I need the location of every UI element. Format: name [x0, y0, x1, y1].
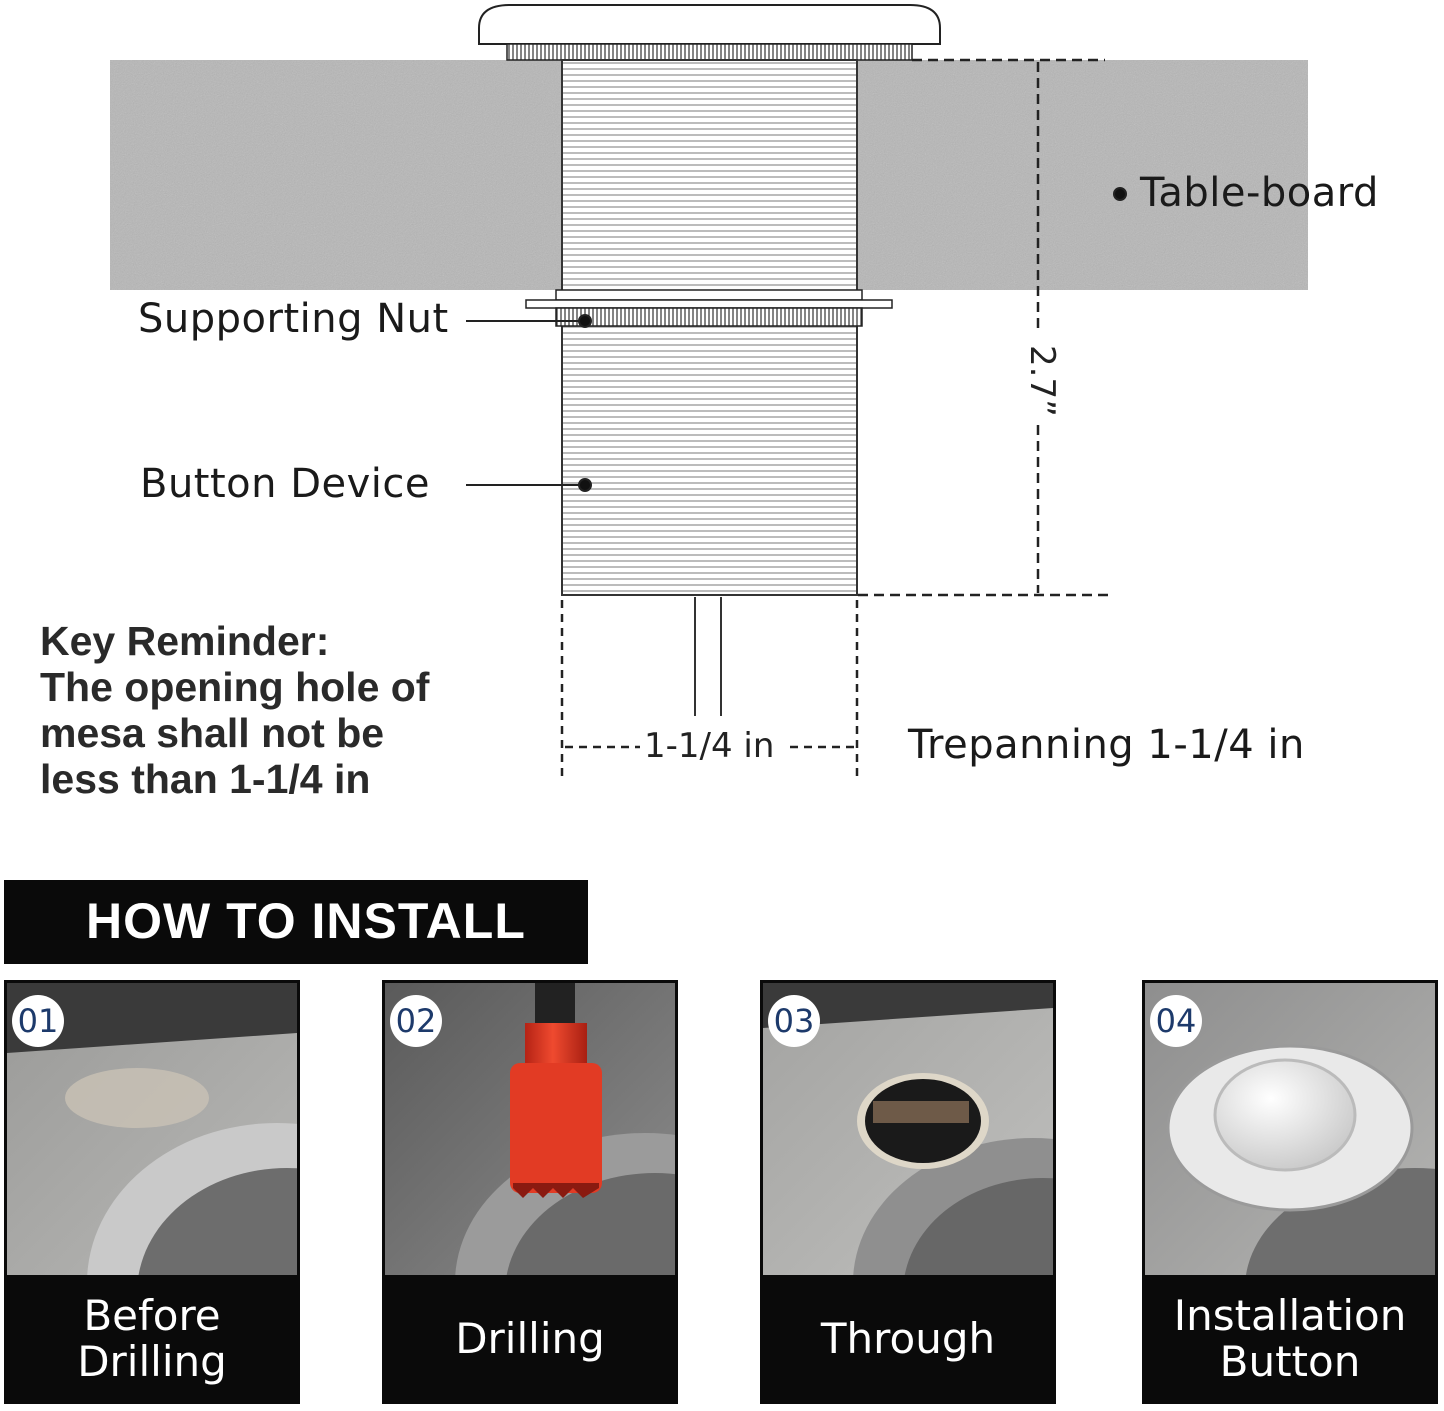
- trepanning-label: Trepanning 1-1/4 in: [908, 722, 1305, 768]
- button-cap: [478, 4, 941, 61]
- height-dimension-lines: [858, 58, 1108, 597]
- step-4-number: 04: [1150, 995, 1202, 1047]
- step-4-card: 04 Installation Button: [1142, 980, 1438, 1404]
- how-to-install-header: HOW TO INSTALL: [4, 880, 588, 964]
- width-dimension-label: 1-1/4 in: [640, 726, 779, 766]
- key-reminder-title: Key Reminder:: [40, 618, 330, 664]
- how-to-install-title: HOW TO INSTALL: [86, 893, 526, 949]
- step-4-photo: 04: [1145, 983, 1435, 1275]
- step-2-card: 02 Drilling: [382, 980, 678, 1404]
- step-2-caption: Drilling: [455, 1314, 605, 1363]
- step-3-caption: Through: [820, 1314, 996, 1363]
- key-reminder-line-2: mesa shall not be: [40, 710, 385, 756]
- width-dimension-lines: [560, 600, 859, 780]
- key-reminder: Key Reminder: The opening hole of mesa s…: [40, 618, 429, 802]
- step-1-photo: 01: [7, 983, 297, 1275]
- step-3-card: 03 Through: [760, 980, 1056, 1404]
- button-device-body: [561, 59, 858, 596]
- supporting-nut-label: Supporting Nut: [138, 296, 449, 342]
- step-2-photo: 02: [385, 983, 675, 1275]
- air-tube: [694, 597, 722, 716]
- leader-lines: [466, 187, 1127, 492]
- step-2-number: 02: [390, 995, 442, 1047]
- step-1-caption: Before Drilling: [77, 1291, 227, 1386]
- step-3-number: 03: [768, 995, 820, 1047]
- step-3-photo: 03: [763, 983, 1053, 1275]
- supporting-nut: [525, 289, 893, 327]
- key-reminder-line-3: less than 1-1/4 in: [40, 756, 371, 802]
- key-reminder-line-1: The opening hole of: [40, 664, 430, 710]
- installation-diagram: [110, 4, 1308, 780]
- step-1-number: 01: [12, 995, 64, 1047]
- button-device-label: Button Device: [140, 461, 430, 507]
- table-board-label: Table-board: [1140, 170, 1379, 216]
- height-dimension-label: 2.7”: [1022, 345, 1062, 417]
- step-4-caption: Installation Button: [1173, 1291, 1407, 1386]
- step-1-card: 01 Before Drilling: [4, 980, 300, 1404]
